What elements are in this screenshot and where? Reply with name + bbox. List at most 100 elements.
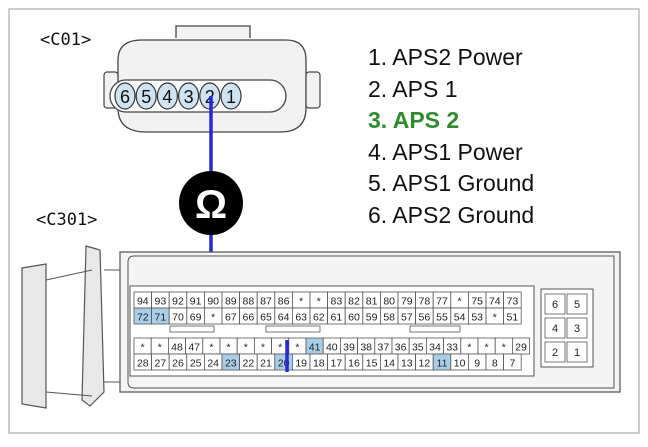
pin-number: 12 [419, 358, 431, 370]
c301-lower-row1-pin: * [219, 337, 238, 355]
c01-pin-6: 6 [114, 82, 136, 110]
c301-lower-row2-pin: 20 [274, 353, 293, 371]
c301-lower-row1-pin: * [236, 337, 255, 355]
c01-pin-label: 4 [162, 87, 172, 107]
pin-number: 25 [190, 358, 202, 370]
c301-lower-row2-pin: 14 [379, 353, 399, 371]
c301-lower-row2-pin: 13 [397, 353, 417, 371]
pin-number: * [493, 312, 497, 324]
c301-lower-row2-pin: 18 [309, 353, 329, 371]
c301-upper-row1-pin: 93 [151, 291, 170, 309]
pin-number: 61 [331, 312, 343, 324]
keying-bar [169, 325, 215, 333]
pin-number: 57 [401, 312, 413, 324]
pin-number: 63 [295, 312, 307, 324]
pin-number: 64 [278, 312, 290, 324]
pin-number: 9 [474, 358, 480, 370]
c301-lower-row2-pin: 23 [221, 353, 241, 371]
c301-upper-row2-pin: 61 [327, 307, 346, 325]
c01-label: <C01> [40, 30, 92, 50]
legend-item-4: 4. APS1 Power [368, 138, 523, 165]
c01-pin-3: 3 [178, 82, 200, 110]
pin-number: 73 [507, 296, 519, 308]
keying-bar [409, 325, 461, 333]
pin-legend: 1. APS2 Power 2. APS 1 3. APS 2 4. APS1 … [368, 42, 534, 231]
c301-upper-row2-pin: 57 [397, 307, 417, 325]
c301-label: <C301> [36, 210, 98, 230]
c301-lower-row2-pin: 17 [327, 353, 346, 371]
c01-pin-label: 6 [120, 87, 130, 107]
c301-lower-row1-pin: * [150, 337, 169, 355]
pin-number: 88 [243, 296, 255, 308]
c301-upper-row1-pin: 88 [239, 291, 258, 309]
c301-upper-row1-pin: 77 [432, 291, 452, 309]
c01-right-ear [305, 71, 321, 109]
c301-lower-row1-pin: * [494, 337, 513, 355]
c301-upper-row2-pin: 72 [133, 307, 153, 325]
c301-lower-row2-pin: 10 [450, 353, 469, 371]
pin-number: 36 [395, 342, 407, 354]
c301-lower-row1-pin: * [477, 337, 496, 355]
c301-lower-row1-pin: 33 [443, 337, 462, 355]
c301-upper-row1-pin: 73 [503, 291, 522, 309]
c01-pin-label: 3 [184, 87, 194, 107]
legend-item-3: 3. APS 2 [368, 107, 460, 133]
c301-upper-row1-pin: 74 [485, 291, 505, 309]
pin-number: 2 [552, 347, 558, 359]
c301-lower-row1-pin: 41 [305, 337, 324, 355]
c01-latch [175, 25, 251, 38]
c301-lever-left [21, 263, 47, 409]
pin-number: * [227, 342, 231, 354]
c301-lower-row1-pin: * [288, 337, 307, 355]
pin-number: * [158, 342, 162, 354]
pin-number: 7 [509, 358, 515, 370]
c301-lower-row2-pin: 28 [133, 353, 153, 371]
pin-number: 78 [419, 296, 431, 308]
c301-upper-row2-pin: 63 [291, 307, 311, 325]
c301-lower-row1-pin: 34 [425, 337, 444, 355]
pin-number: 93 [155, 296, 167, 308]
pin-number: 37 [378, 342, 390, 354]
c301-upper-row2-pin: 59 [362, 307, 381, 325]
legend-item-6: 6. APS2 Ground [368, 201, 535, 228]
c301-aux-pin-1: 1 [566, 341, 588, 363]
pin-number: 11 [437, 358, 448, 370]
c301-upper-row2-pin: 69 [186, 307, 205, 325]
c301-lower-row1-pin: 39 [339, 337, 358, 355]
pin-number: 75 [471, 296, 483, 308]
pin-number: 6 [552, 299, 558, 311]
pin-number: 29 [515, 342, 527, 354]
c301-aux-pin-3: 3 [566, 317, 588, 339]
c301-lower-row1-pin: * [460, 337, 479, 355]
c301-upper-row2-pin: 65 [256, 307, 276, 325]
pin-number: 51 [507, 312, 519, 324]
pin-number: 74 [489, 296, 501, 308]
pin-number: 33 [446, 342, 458, 354]
c301-upper-row2-pin: 71 [151, 307, 170, 325]
c301-upper-row2-pin: 70 [168, 307, 188, 325]
pin-number: 91 [190, 296, 202, 308]
c301-upper-row2-pin: 51 [503, 307, 522, 325]
c301-lower-row1-pin: 35 [408, 337, 427, 355]
pin-number: * [458, 296, 462, 308]
c301-upper-row1-pin: 81 [362, 291, 381, 309]
pin-number: 21 [260, 358, 272, 370]
ohm-symbol: Ω [195, 183, 227, 227]
pin-number: * [317, 296, 321, 308]
c301-upper-row2-pin: * [203, 307, 223, 325]
c301-upper-row2-pin: 56 [415, 307, 434, 325]
pin-number: 4 [552, 323, 558, 335]
pin-number: 55 [436, 312, 448, 324]
c301-lower-row2-pin: 15 [362, 353, 381, 371]
pin-number: 23 [225, 358, 237, 370]
pin-number: 92 [172, 296, 184, 308]
c301-lower-row1-pin: * [202, 337, 221, 355]
c301-upper-row1-pin: 89 [221, 291, 241, 309]
c301-upper-row2-pin: 58 [379, 307, 399, 325]
pin-number: 80 [383, 296, 395, 308]
c01-pin-label: 5 [141, 87, 151, 107]
pin-number: * [209, 342, 213, 354]
keying-bar [265, 325, 321, 333]
c301-lower-row2-pin: 24 [203, 353, 223, 371]
